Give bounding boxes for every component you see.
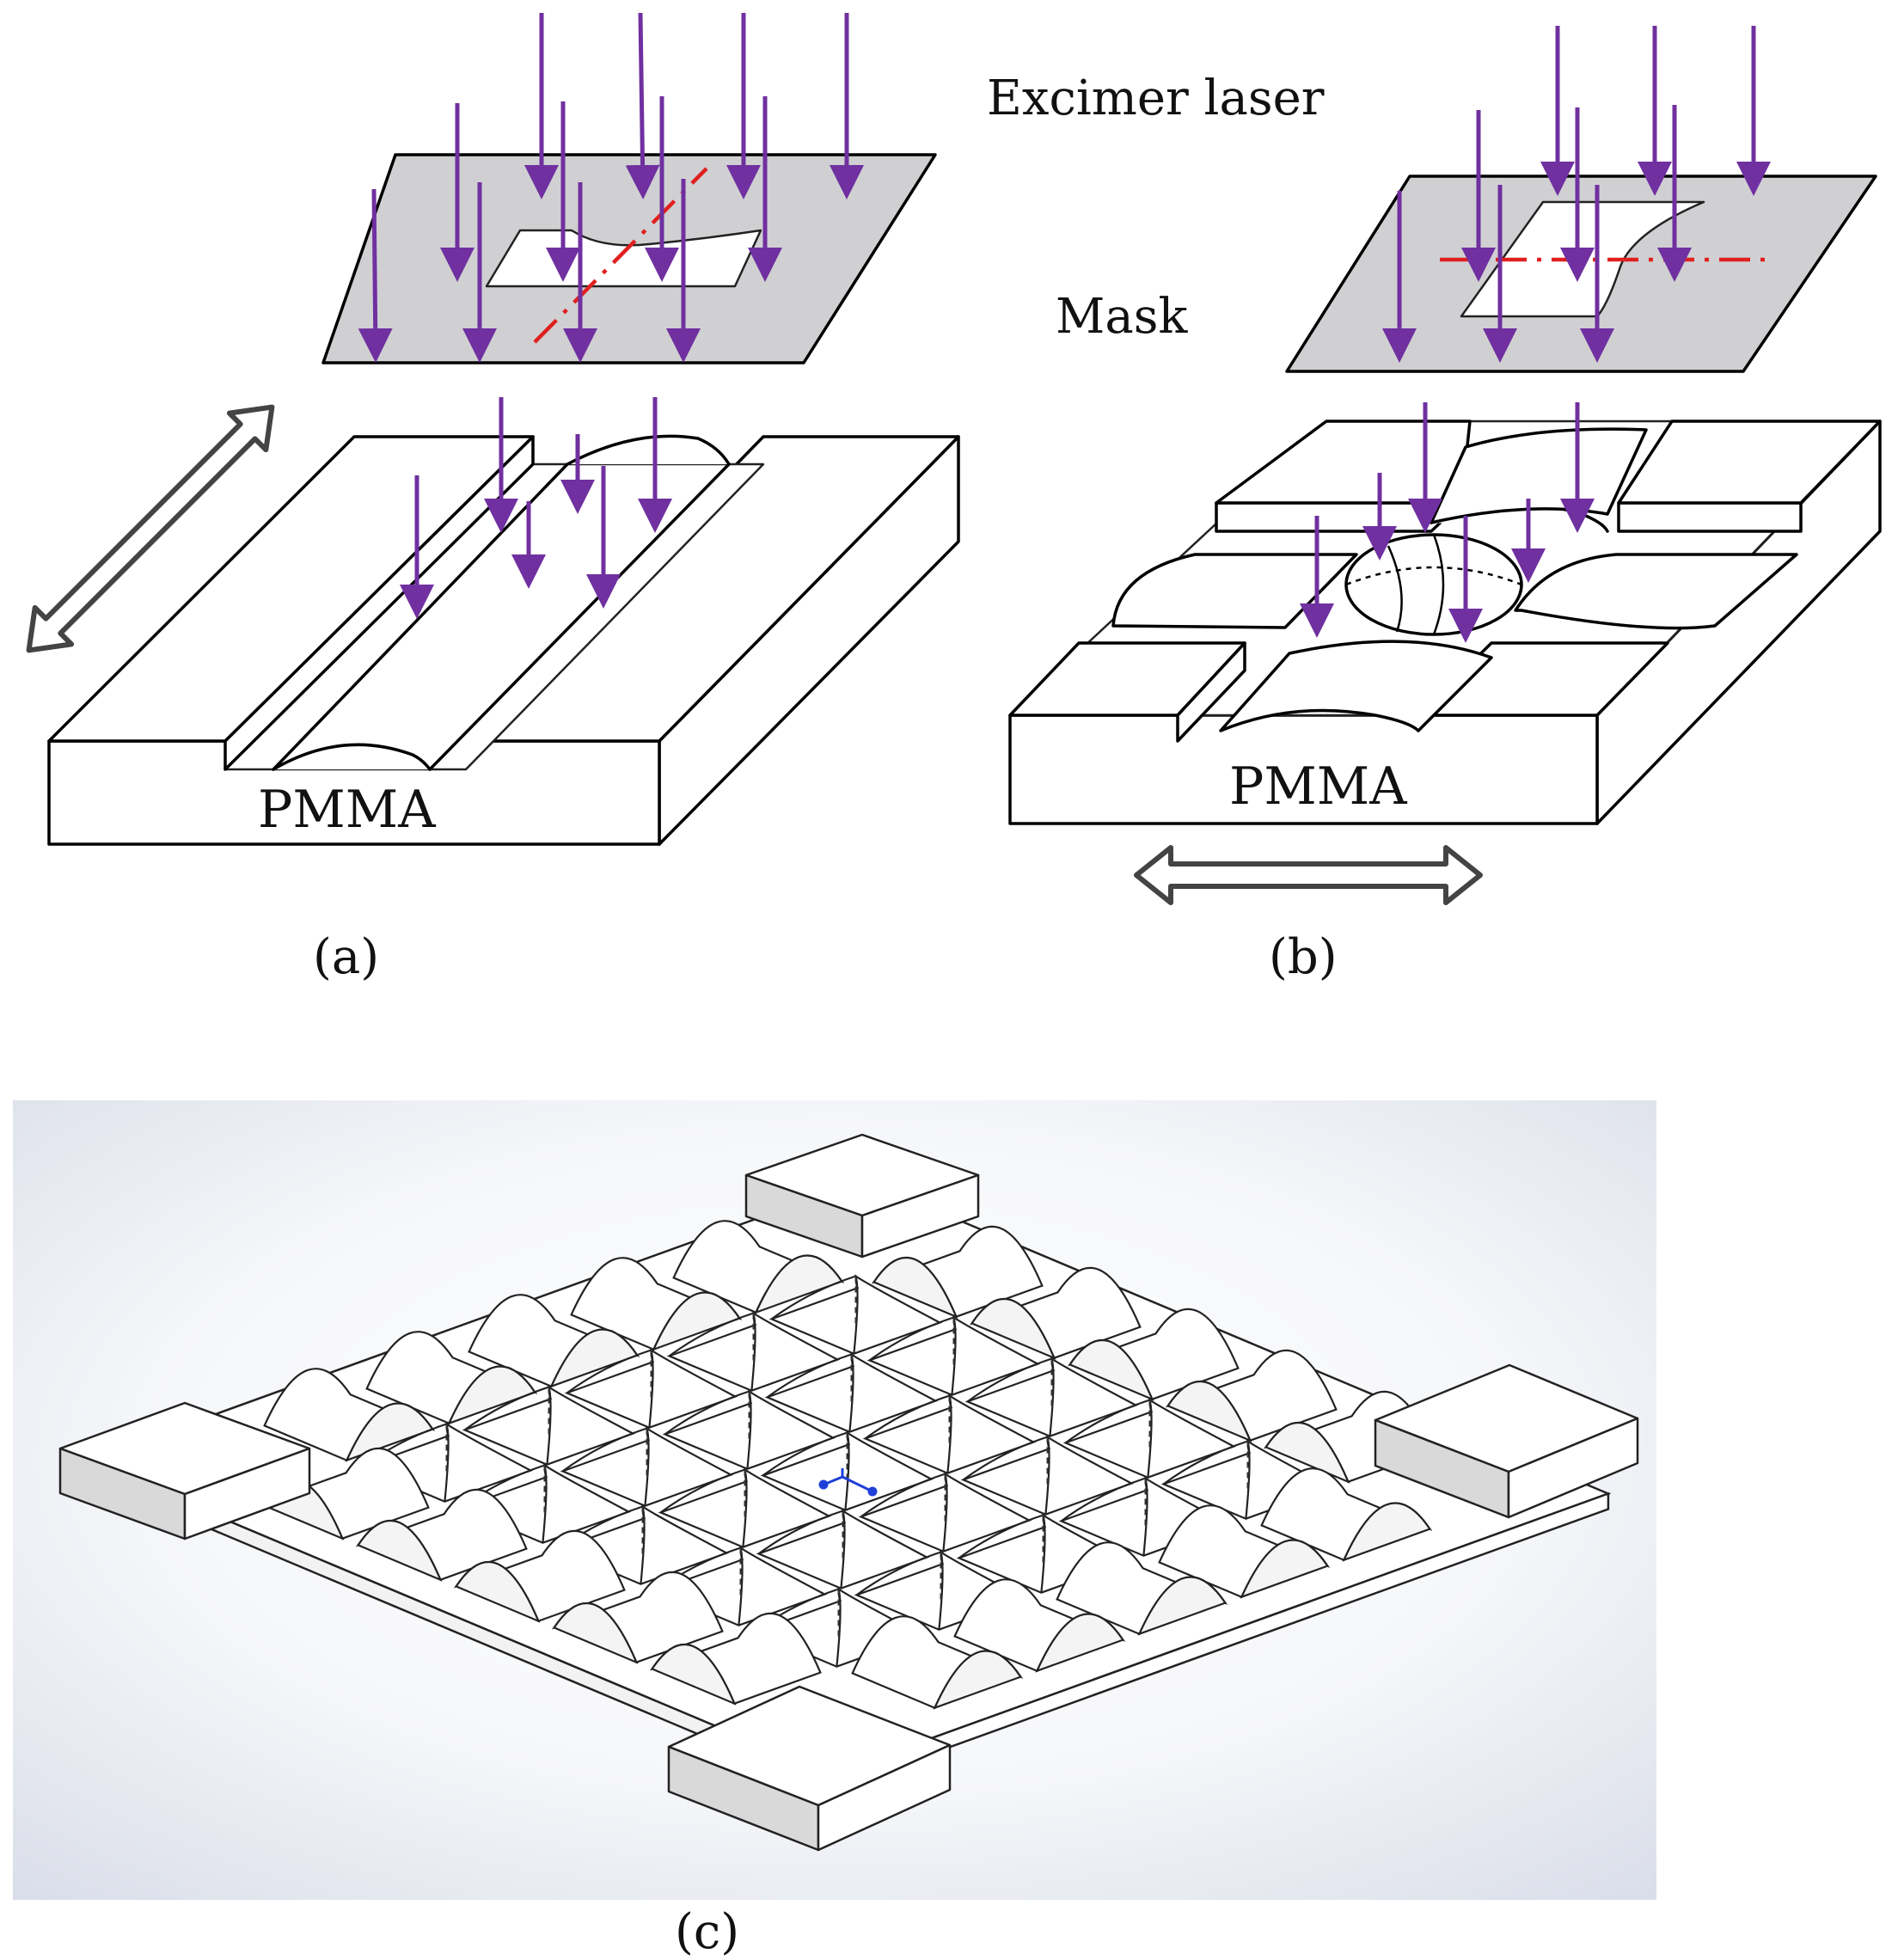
cylindrical-lens [1165, 1349, 1338, 1442]
cylindrical-lens [871, 1225, 1044, 1319]
square-microlens [760, 1430, 934, 1511]
cylindrical-lens [551, 1571, 724, 1664]
cylindrical-lens [1158, 1504, 1331, 1599]
square-microlens [768, 1274, 943, 1355]
corner-block-top [744, 1133, 980, 1259]
square-microlens [858, 1472, 1032, 1553]
excimer-laser-label: Excimer laser [987, 70, 1325, 126]
square-microlens [960, 1435, 1135, 1516]
panel-a: PMMA (a) [26, 12, 960, 985]
pmma-substrate-a [47, 434, 960, 846]
pmma-label-b: PMMA [1229, 756, 1407, 817]
panel-c: (c) [13, 1100, 1656, 1960]
laser-arrows-a [358, 12, 864, 619]
cylindrical-lens [649, 1612, 822, 1706]
caption-b: (b) [1269, 929, 1338, 985]
square-microlens [1062, 1398, 1237, 1479]
panel-b: PMMA (b) [1008, 26, 1882, 985]
square-microlens [764, 1352, 939, 1433]
double-headed-arrow-icon [1134, 845, 1483, 905]
cylindrical-lens [1056, 1541, 1228, 1636]
pmma-label-a: PMMA [258, 780, 436, 840]
cylindrical-lens [969, 1266, 1142, 1360]
square-microlens [862, 1393, 1037, 1474]
caption-a: (a) [313, 929, 379, 985]
cylindrical-lens [263, 1368, 436, 1462]
square-microlens [866, 1315, 1041, 1396]
cylindrical-lens [672, 1220, 845, 1314]
cylindrical-lens [453, 1529, 626, 1623]
alignment-line-a [533, 167, 708, 344]
laser-arrow [625, 12, 660, 199]
square-microlens [462, 1385, 636, 1466]
laser-arrows-b [1300, 26, 1771, 643]
corner-block-bottom [667, 1685, 952, 1852]
pmma-substrate-b [1008, 420, 1882, 825]
cylindrical-lens [355, 1488, 528, 1582]
laser-arrow [358, 188, 393, 363]
microlens-array [83, 1179, 1612, 1792]
square-microlens [666, 1311, 841, 1392]
cylindrical-lens [953, 1578, 1126, 1673]
cylindrical-lens [570, 1257, 743, 1351]
corner-block-right [1374, 1363, 1639, 1519]
square-microlens [964, 1357, 1139, 1437]
cylindrical-lens [1260, 1467, 1433, 1562]
cylindrical-lens [365, 1331, 538, 1425]
square-microlens [662, 1389, 836, 1470]
mask-label: Mask [1056, 289, 1188, 345]
square-microlens [560, 1426, 734, 1507]
cylindrical-lens [468, 1294, 640, 1388]
corner-block-left [58, 1401, 311, 1540]
square-microlens [658, 1467, 832, 1548]
coordinate-axes-icon [818, 1468, 878, 1497]
double-headed-arrow-icon [26, 404, 275, 653]
cylindrical-lens [851, 1615, 1024, 1710]
cylindrical-lens [1067, 1308, 1240, 1401]
square-microlens [756, 1509, 930, 1589]
square-microlens [564, 1348, 738, 1429]
caption-c: (c) [675, 1904, 739, 1960]
